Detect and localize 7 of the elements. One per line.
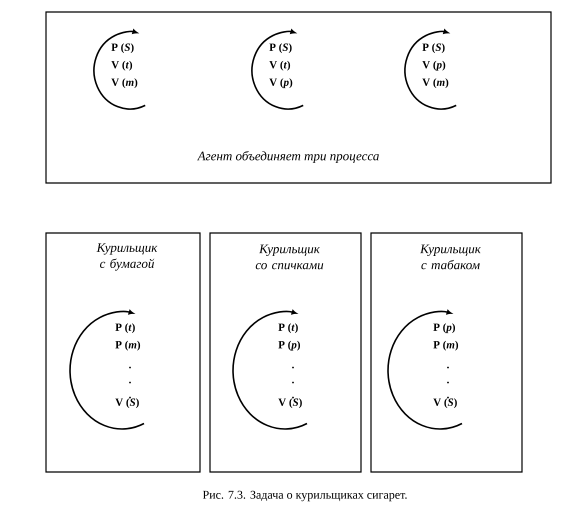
operation-list: P (S) V (t) V (m) — [111, 43, 138, 88]
operation-list: P (t) P (p) V (S) — [278, 323, 302, 408]
operation-list: P (S) V (t) V (p) — [269, 43, 292, 88]
operation-list: P (p) P (m) V (S) — [433, 323, 458, 408]
operation-list: P (S) V (p) V (m) — [422, 43, 448, 88]
caption: Рис. 7.3. Задача о курильщиках сигарет. — [202, 490, 407, 502]
operation-list: P (t) P (m) V (S) — [115, 323, 140, 408]
